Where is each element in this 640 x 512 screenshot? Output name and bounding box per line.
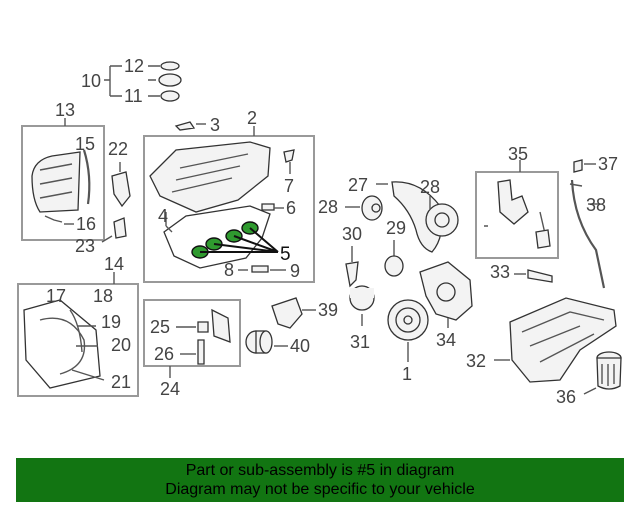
label-10: 10 (81, 71, 101, 91)
label-39: 39 (318, 300, 338, 320)
label-22: 22 (108, 139, 128, 159)
label-17: 17 (46, 286, 66, 306)
info-banner: Part or sub-assembly is #5 in diagram Di… (16, 458, 624, 502)
part-group-24: 24 25 26 (143, 299, 241, 399)
part-group-39-40: 39 40 (245, 297, 338, 356)
label-40: 40 (290, 336, 310, 356)
label-3: 3 (210, 115, 220, 135)
label-29: 29 (386, 218, 406, 238)
part-group-22-23: 22 23 (75, 139, 131, 256)
label-7: 7 (284, 176, 294, 196)
label-25: 25 (150, 317, 170, 337)
label-16: 16 (76, 214, 96, 234)
label-21: 21 (111, 372, 131, 392)
part-group-35: 35 (475, 144, 559, 259)
label-6: 6 (286, 198, 296, 218)
label-5: 5 (280, 244, 291, 265)
label-38: 38 (586, 195, 606, 215)
label-12: 12 (124, 56, 144, 76)
part-group-37-38: 37 38 (569, 154, 618, 289)
label-23: 23 (75, 236, 95, 256)
banner-line-2: Diagram may not be specific to your vehi… (165, 481, 475, 498)
label-9: 9 (290, 261, 300, 281)
label-20: 20 (111, 335, 131, 355)
part-group-27-28: 27 28 28 (318, 175, 459, 253)
part-group-3: 3 (174, 115, 220, 135)
label-19: 19 (101, 312, 121, 332)
part-group-14: 14 17 18 19 20 21 (17, 254, 139, 397)
part-group-13: 13 15 16 (21, 100, 105, 241)
part-group-32-36: 32 36 (466, 297, 622, 407)
label-30: 30 (342, 224, 362, 244)
part-group-2-valve-cover: 2 4 7 6 5 8 9 (143, 108, 315, 283)
label-4: 4 (158, 206, 168, 226)
label-34: 34 (436, 330, 456, 350)
label-24: 24 (160, 379, 180, 399)
part-group-29-31: 29 30 31 (342, 218, 406, 352)
label-26: 26 (154, 344, 174, 364)
label-1: 1 (402, 364, 412, 384)
label-37: 37 (598, 154, 618, 174)
label-31: 31 (350, 332, 370, 352)
part-group-10: 10 12 11 (81, 56, 182, 106)
label-36: 36 (556, 387, 576, 407)
label-28b: 28 (318, 197, 338, 217)
label-18: 18 (93, 286, 113, 306)
label-14: 14 (104, 254, 124, 274)
engine-parts-diagram: 10 12 11 3 13 15 16 22 23 2 (17, 56, 622, 407)
label-13: 13 (55, 100, 75, 120)
label-2: 2 (247, 108, 257, 128)
part-group-1-34: 1 34 (387, 261, 473, 384)
part-group-33: 33 (490, 262, 553, 283)
label-28: 28 (420, 177, 440, 197)
label-11: 11 (124, 86, 143, 106)
label-15: 15 (75, 134, 95, 154)
banner-line-1: Part or sub-assembly is #5 in diagram (185, 462, 455, 479)
label-35: 35 (508, 144, 528, 164)
label-33: 33 (490, 262, 510, 282)
label-8: 8 (224, 260, 234, 280)
label-27: 27 (348, 175, 368, 195)
label-32: 32 (466, 351, 486, 371)
